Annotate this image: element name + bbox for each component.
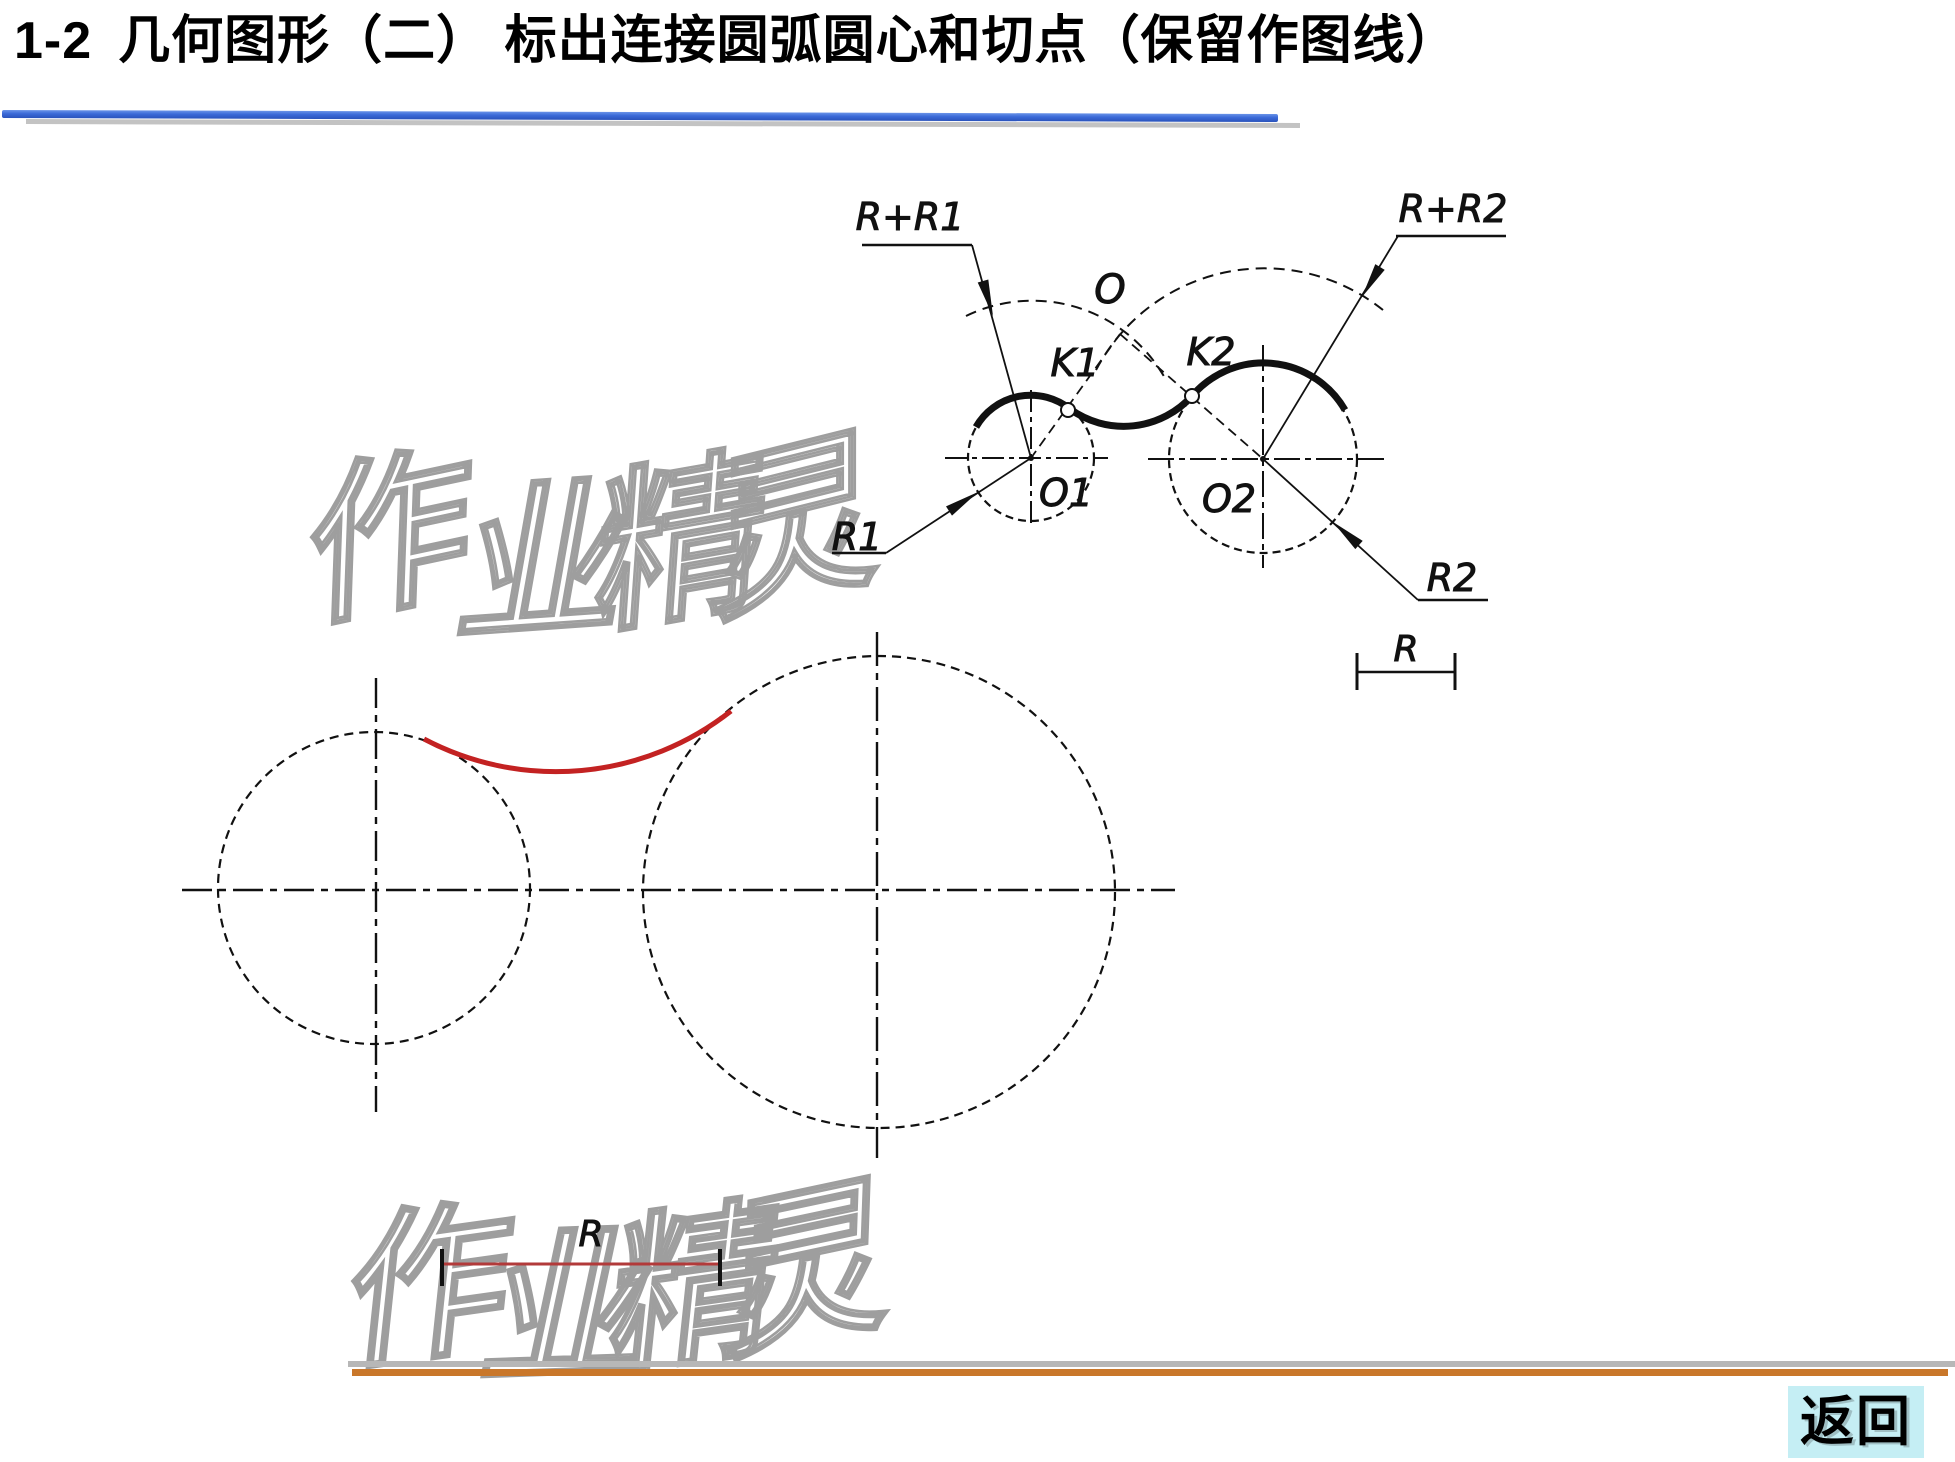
arrowhead-r-plus-r1 (977, 279, 993, 316)
construction-arc-r-plus-r2 (1095, 267, 1384, 371)
footer-gray-rule (348, 1361, 1955, 1367)
watermark-char: 业 (441, 460, 637, 668)
line-o-to-o1 (1030, 333, 1121, 459)
watermark-char: 业 (471, 1211, 658, 1409)
label-r1: R1 (832, 515, 883, 559)
center-dot-o1 (1028, 455, 1034, 461)
label-k2: K2 (1186, 330, 1235, 374)
circle-o1 (966, 393, 1096, 523)
circle-right (641, 654, 1117, 1130)
footer-orange-rule (352, 1369, 1948, 1376)
arrowhead-r-plus-r2 (1362, 264, 1385, 297)
arrowhead-r2 (1333, 522, 1363, 550)
upper-figure: R+R1 R+R2 O K1 K2 O1 O2 R1 R2 R (831, 187, 1508, 690)
label-r2: R2 (1427, 556, 1478, 600)
arrowhead-r1 (946, 492, 978, 516)
center-dot-o2 (1260, 456, 1266, 462)
label-o1: O1 (1039, 471, 1093, 515)
label-r-plus-r1: R+R1 (856, 195, 965, 239)
label-o2: O2 (1202, 477, 1256, 521)
construction-arc-r-plus-r1 (965, 299, 1167, 381)
thick-arc-on-o2 (1189, 359, 1349, 412)
page-title: 1-2 几何图形（二） 标出连接圆弧圆心和切点（保留作图线） (14, 8, 1714, 78)
watermark-upper: 作 业 精 灵 (272, 407, 901, 669)
title-number: 1-2 (14, 12, 93, 70)
label-r-plus-r2: R+R2 (1399, 187, 1508, 231)
label-o: O (1094, 267, 1125, 313)
lower-figure: R (182, 632, 1175, 1286)
leader-line-r-plus-r1 (971, 244, 1032, 459)
thick-arc-on-o1 (972, 391, 1073, 429)
title-text: 几何图形（二） 标出连接圆弧圆心和切点（保留作图线） (118, 12, 1459, 70)
tangent-point-k1-marker (1060, 402, 1076, 418)
tangent-point-k2-marker (1184, 388, 1200, 404)
label-r-dim-upper: R (1393, 629, 1418, 670)
thick-connecting-arc (1067, 393, 1195, 430)
label-r-dim-lower: R (578, 1214, 603, 1255)
red-connecting-arc (422, 709, 733, 775)
back-button[interactable]: 返回 (1788, 1386, 1924, 1458)
label-k1: K1 (1050, 341, 1099, 385)
circle-left (216, 730, 532, 1046)
